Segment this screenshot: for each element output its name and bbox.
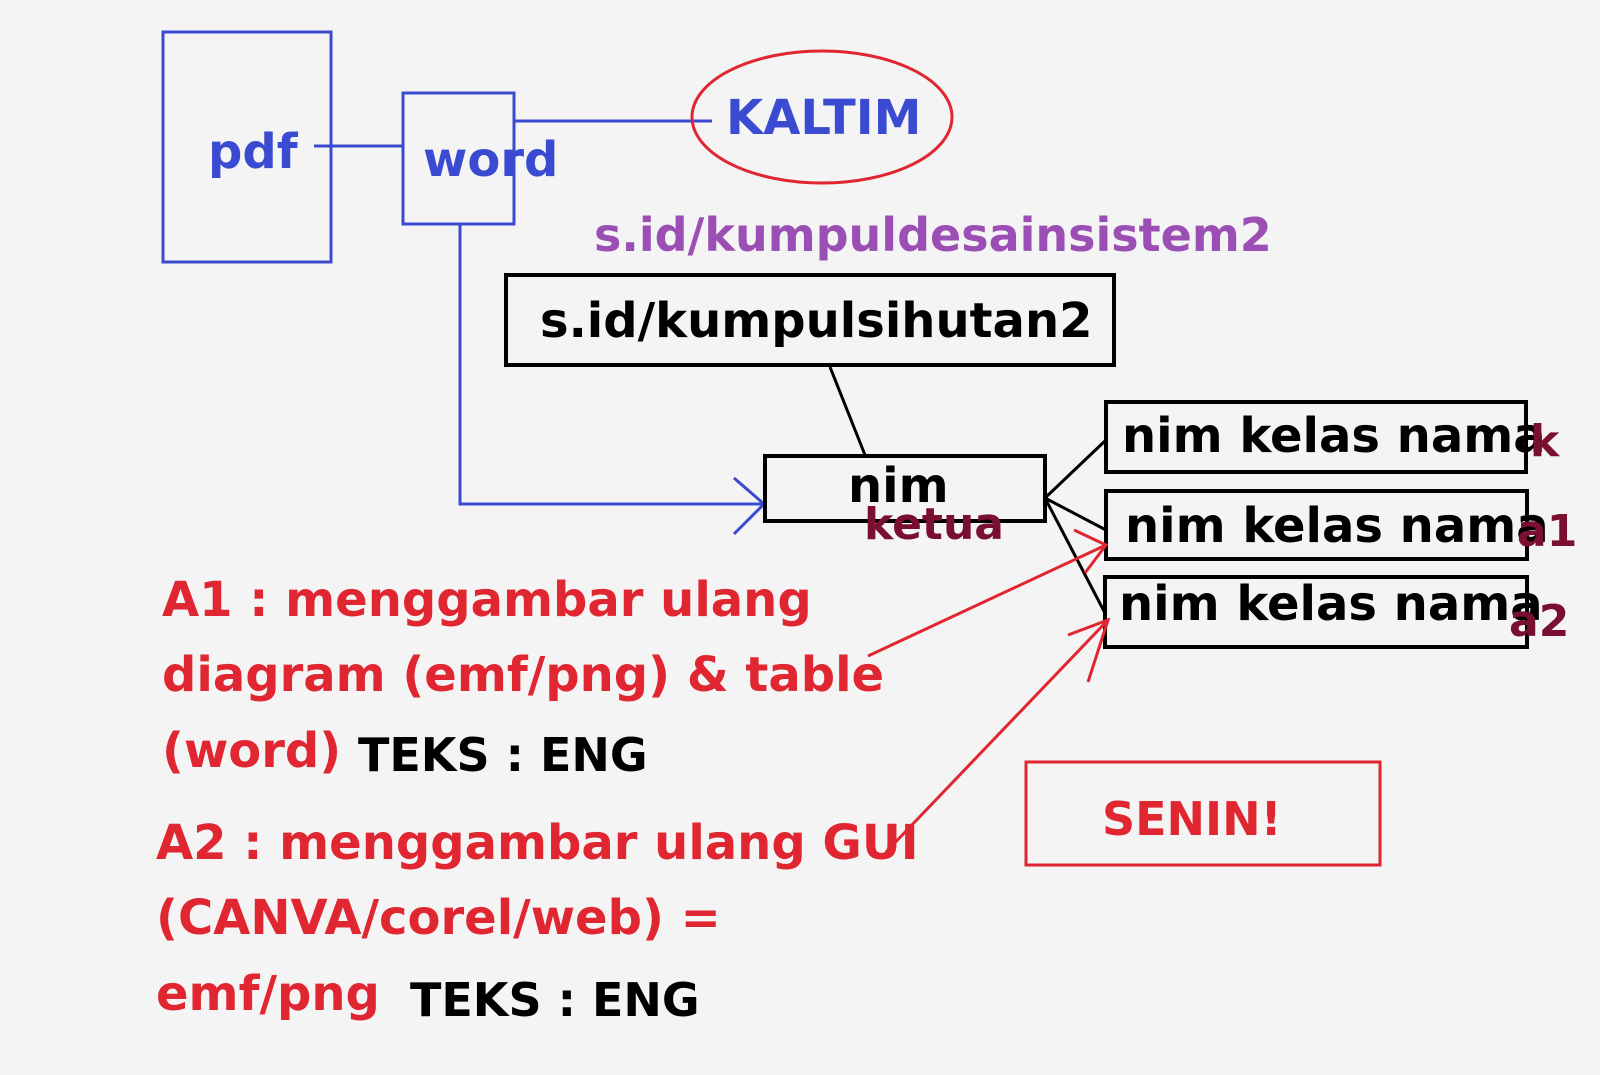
kaltim-label: KALTIM (726, 90, 922, 146)
a2-note-line3: emf/png (156, 966, 380, 1022)
kaltim-ellipse (690, 49, 954, 185)
ketua-label: ketua (864, 499, 1004, 550)
a1-note-line2: diagram (emf/png) & table (162, 647, 885, 703)
nim-box (763, 454, 1047, 523)
a2-note-line1: A2 : menggambar ulang GUI (156, 815, 919, 871)
member-tag-a1: a1 (1517, 506, 1578, 557)
link-hutan-box (504, 273, 1116, 367)
link-hutan-label: s.id/kumpulsihutan2 (540, 293, 1093, 349)
pdf-label: pdf (208, 124, 298, 180)
a2-language: TEKS : ENG (410, 973, 700, 1027)
a2-arrowhead (1067, 617, 1111, 683)
member-box-k (1104, 400, 1528, 474)
member-tag-a2: a2 (1509, 596, 1570, 647)
word-nim-arrowhead (732, 476, 767, 536)
word-nim-connector (458, 224, 764, 506)
member-label-k: nim kelas nama (1122, 408, 1546, 464)
senin-box (1024, 760, 1382, 867)
a1-language: TEKS : ENG (358, 728, 648, 782)
a1-arrowhead (1073, 528, 1109, 574)
a1-arrow-line (867, 543, 1107, 658)
member-tag-k: k (1530, 416, 1560, 467)
a2-note-line2: (CANVA/corel/web) = (156, 890, 721, 946)
member-label-a2: nim kelas nama (1119, 576, 1543, 632)
nim-member-a2-connector (1043, 497, 1108, 616)
link-desain-label: s.id/kumpuldesainsistem2 (594, 208, 1272, 262)
a2-arrow-line (884, 618, 1110, 854)
nim-member-a1-connector (1044, 496, 1107, 532)
nim-member-k-connector (1043, 438, 1108, 500)
word-label: word (423, 132, 559, 188)
link-nim-connector (828, 366, 867, 456)
a1-note-line3: (word) (162, 723, 342, 779)
nim-label: nim (848, 458, 949, 514)
member-label-a1: nim kelas nama (1125, 498, 1549, 554)
member-box-a1 (1104, 489, 1529, 561)
deadline-label: SENIN! (1102, 792, 1282, 846)
a1-note-line1: A1 : menggambar ulang (162, 572, 812, 628)
